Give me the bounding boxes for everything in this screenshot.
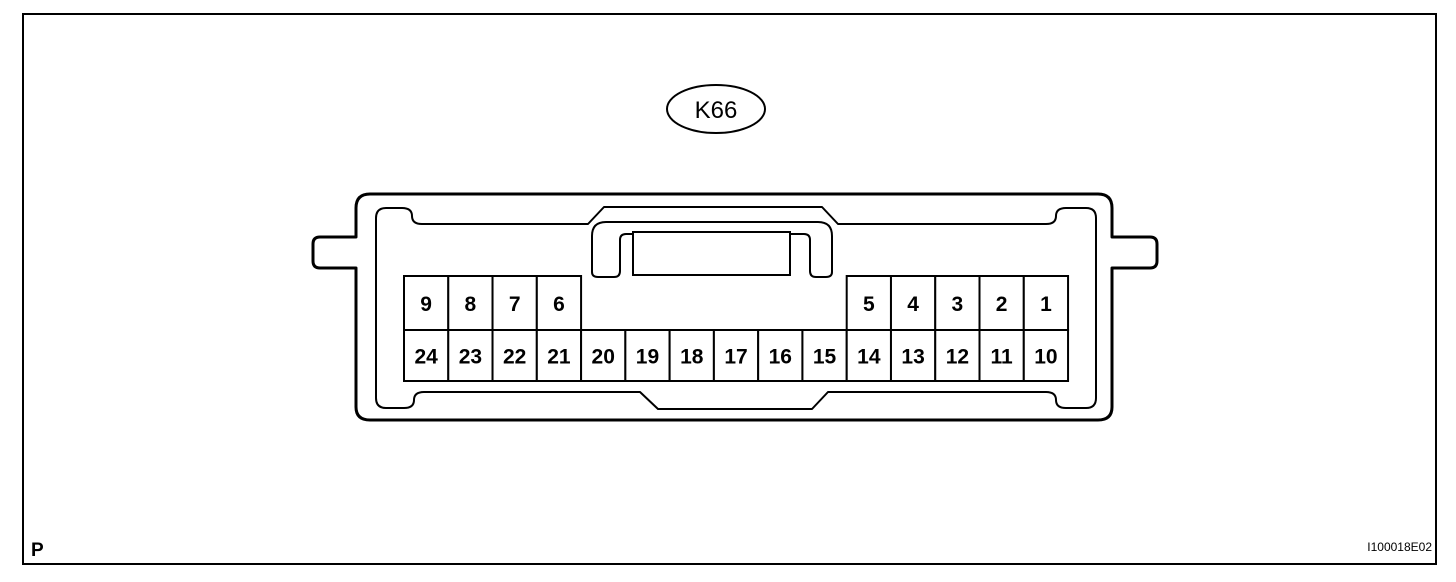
- pin-label-24: 24: [414, 346, 438, 369]
- pin-cavity-13: [889, 329, 937, 382]
- pin-cavity-4: [889, 275, 937, 331]
- latch-window: [632, 231, 791, 276]
- pin-label-9: 9: [420, 293, 432, 316]
- pin-label-6: 6: [553, 293, 565, 316]
- pin-label-12: 12: [946, 346, 969, 369]
- pin-label-11: 11: [991, 346, 1014, 369]
- pin-cavity-2: [978, 275, 1025, 331]
- pin-label-4: 4: [907, 293, 919, 316]
- figure-code: I100018E02: [1367, 540, 1432, 554]
- pin-cavity-17: [712, 329, 760, 382]
- pin-label-18: 18: [680, 346, 704, 369]
- connector-housing-inner: [375, 206, 1097, 410]
- connector-label: K66: [695, 97, 738, 124]
- pin-cavity-14: [845, 329, 892, 382]
- pin-cavity-20: [580, 329, 627, 382]
- pin-label-23: 23: [459, 346, 482, 369]
- pin-label-1: 1: [1040, 293, 1052, 316]
- pin-label-19: 19: [636, 346, 659, 369]
- pin-cavity-12: [934, 329, 981, 382]
- pin-label-2: 2: [996, 293, 1008, 316]
- pin-label-22: 22: [503, 346, 526, 369]
- pin-label-10: 10: [1034, 346, 1057, 369]
- pin-cavity-6: [535, 275, 583, 331]
- pin-label-16: 16: [769, 346, 792, 369]
- pin-cavity-22: [491, 329, 538, 382]
- pin-cavity-18: [668, 329, 715, 382]
- pin-label-3: 3: [952, 293, 964, 316]
- figure-frame: [22, 13, 1437, 565]
- pin-label-7: 7: [509, 293, 521, 316]
- connector-latch: [591, 221, 833, 278]
- pin-label-8: 8: [465, 293, 477, 316]
- pin-label-15: 15: [813, 346, 837, 369]
- pin-cavity-15: [801, 329, 848, 382]
- pin-cavity-8: [447, 275, 494, 331]
- pin-cavity-23: [447, 329, 494, 382]
- pin-cavity-1: [1022, 275, 1070, 331]
- pin-label-14: 14: [857, 346, 881, 369]
- connector-label-ellipse: [666, 84, 766, 134]
- pin-label-17: 17: [724, 346, 747, 369]
- pin-label-20: 20: [592, 346, 615, 369]
- pin-cavity-10: [1022, 329, 1070, 382]
- pin-label-13: 13: [901, 346, 924, 369]
- pin-cavity-16: [757, 329, 804, 382]
- pin-cavity-24: [403, 329, 450, 382]
- pin-label-5: 5: [863, 293, 875, 316]
- pin-label-21: 21: [547, 346, 571, 369]
- corner-letter: P: [31, 540, 44, 561]
